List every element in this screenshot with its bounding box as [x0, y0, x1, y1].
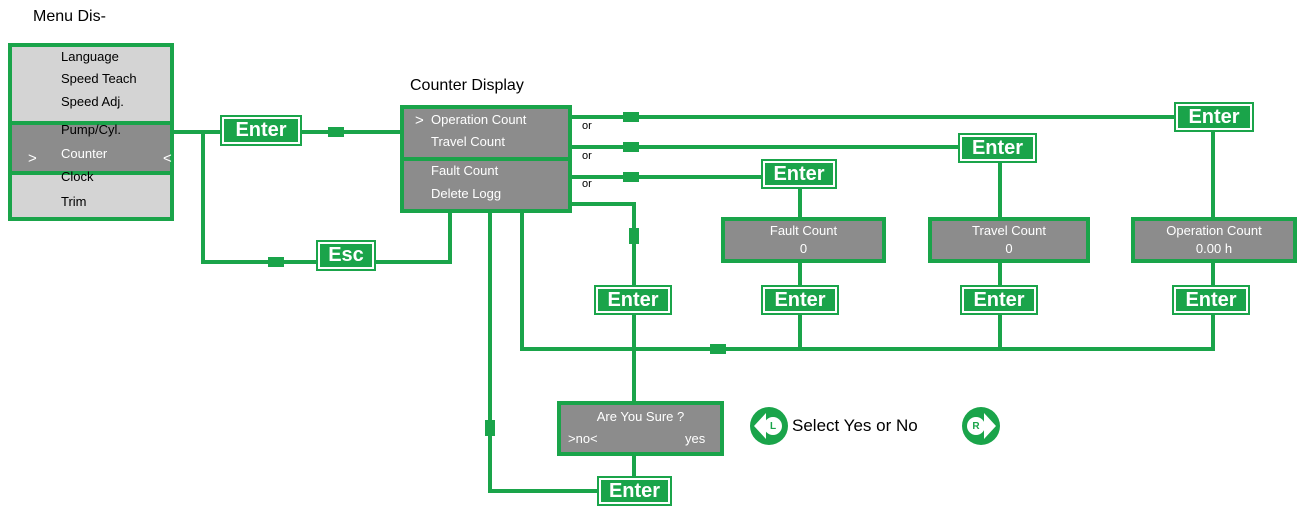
menu-item-trim: Trim [61, 194, 87, 209]
travel-count-display: Travel Count 0 [928, 217, 1090, 263]
select-yes-no-text: Select Yes or No [792, 416, 918, 435]
operation-count-label: Operation Count [1166, 223, 1262, 238]
counter-item-delete: Delete Logg [431, 186, 502, 201]
enter-key-operation-back[interactable]: Enter [1174, 287, 1248, 313]
or-label-3: or [582, 178, 592, 190]
counter-cursor: > [415, 112, 424, 129]
counter-item-operation: Operation Count [431, 112, 527, 127]
travel-count-label: Travel Count [972, 223, 1046, 238]
confirm-no-option: >no< [568, 431, 598, 446]
confirm-yes-option: yes [685, 431, 706, 446]
or-label-1: or [582, 120, 592, 132]
menu-item-pump-cyl: Pump/Cyl. [61, 122, 121, 137]
operation-count-value: 0.00 h [1195, 241, 1233, 256]
enter-key-delete[interactable]: Enter [596, 287, 670, 313]
counter-item-travel: Travel Count [431, 134, 505, 149]
operation-count-display: Operation Count 0.00 h [1131, 217, 1297, 263]
enter-key-fault-back[interactable]: Enter [763, 287, 837, 313]
fault-count-display: Fault Count 0 [721, 217, 886, 263]
left-arrow-key[interactable]: L [750, 407, 788, 445]
left-key-letter: L [764, 417, 782, 435]
enter-key-travel-back[interactable]: Enter [962, 287, 1036, 313]
counter-display-bottom: Fault Count Delete Logg [400, 157, 572, 213]
menu-display-title: Menu Dis- [33, 8, 106, 25]
counter-display-top: > Operation Count Travel Count [400, 105, 572, 161]
or-label-2: or [582, 150, 592, 162]
menu-item-counter: Counter [61, 146, 108, 161]
menu-cursor-right: < [163, 150, 172, 167]
travel-count-value: 0 [1005, 241, 1013, 256]
counter-item-fault: Fault Count [431, 163, 499, 178]
left-arrow-icon [754, 413, 766, 439]
menu-selected-band: Pump/Cyl. > Counter < Clock [8, 121, 174, 184]
enter-key-fault[interactable]: Enter [763, 161, 835, 187]
esc-key[interactable]: Esc [318, 242, 374, 269]
enter-key-confirm[interactable]: Enter [599, 478, 670, 504]
enter-key-travel[interactable]: Enter [960, 135, 1035, 161]
menu-item-speed-adj: Speed Adj. [61, 94, 124, 109]
confirm-display: Are You Sure ? >no< yes [557, 401, 724, 456]
menu-item-speed-teach: Speed Teach [61, 71, 137, 86]
fault-count-value: 0 [799, 241, 808, 256]
right-arrow-key[interactable]: R [962, 407, 1000, 445]
menu-item-language: Language [61, 49, 119, 64]
enter-key-operation[interactable]: Enter [1176, 104, 1252, 130]
enter-key-menu[interactable]: Enter [222, 117, 300, 144]
menu-cursor-left: > [28, 150, 37, 167]
right-key-letter: R [967, 417, 985, 435]
fault-count-label: Fault Count [769, 223, 838, 238]
counter-display-title: Counter Display [410, 77, 524, 94]
right-arrow-icon [984, 413, 996, 439]
menu-item-clock: Clock [61, 169, 94, 184]
confirm-question: Are You Sure ? [596, 409, 685, 424]
